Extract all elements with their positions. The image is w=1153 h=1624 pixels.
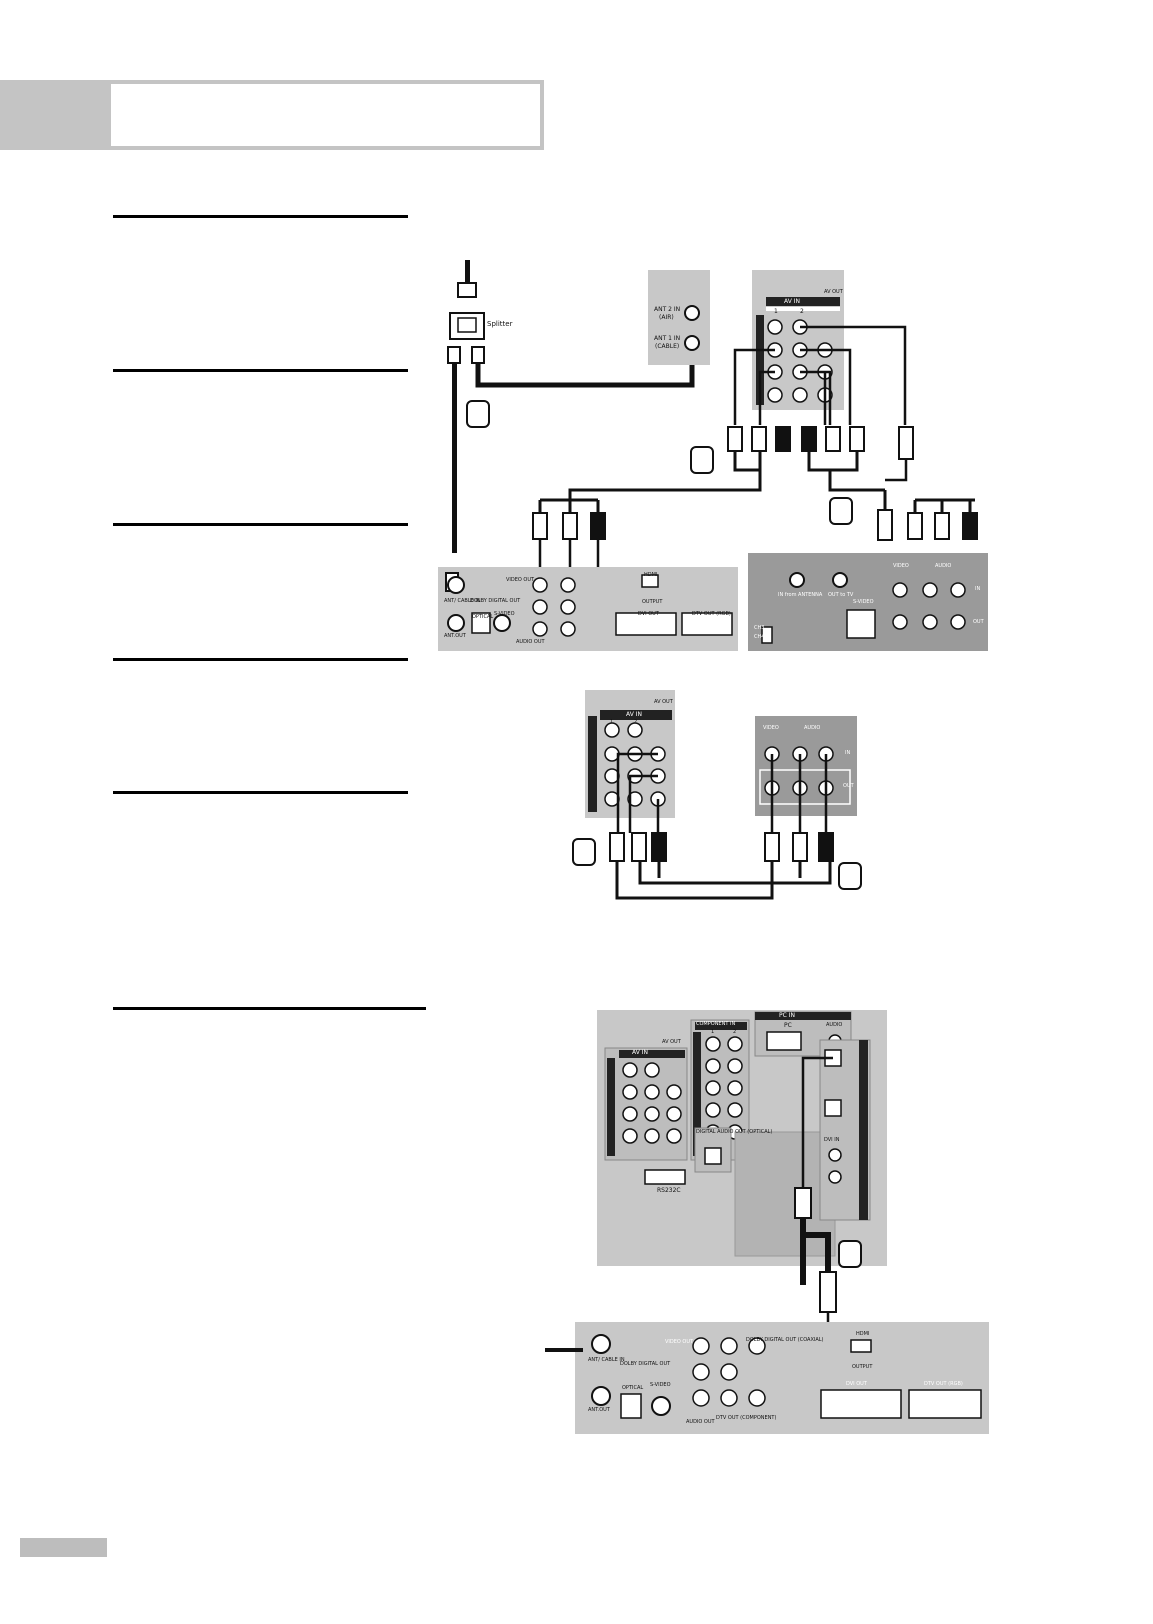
mid-col1-label: 1: [610, 719, 614, 725]
stb-output-label: OUTPUT: [642, 599, 663, 605]
bottom-stb-ant-out-label: ANT.OUT: [588, 1407, 610, 1413]
mid-right-out-label: OUT: [843, 783, 854, 789]
step-badge-1: [466, 400, 490, 428]
pc-label: PC: [784, 1022, 792, 1029]
stb-optical-label: OPTICAL: [472, 614, 494, 620]
stb-audio-out-label: AUDIO OUT: [516, 639, 545, 645]
section-rule-3: [113, 523, 408, 526]
pc-in-label: PC IN: [779, 1012, 795, 1019]
rs232c-label: RS232C: [657, 1187, 681, 1194]
bottom-stb-optical-label: OPTICAL: [622, 1385, 644, 1391]
bottom-stb-dolby-label: DOLBY DIGITAL OUT: [620, 1361, 671, 1367]
bottom-stb-video-out-label: VIDEO OUT: [665, 1339, 694, 1345]
bottom-stb-hdmi-label: HDMI: [856, 1331, 870, 1337]
stb-dolby-label: DOLBY DIGITAL OUT: [470, 598, 521, 604]
bottom-stb-ant-in-label: ANT/ CABLE IN: [588, 1357, 625, 1363]
ant2-in-label: ANT 2 IN: [654, 306, 681, 313]
vcr-audio-label: AUDIO: [935, 563, 952, 569]
digital-audio-out-label: DIGITAL AUDIO OUT (OPTICAL): [696, 1129, 773, 1135]
section-rule-6: [113, 1007, 426, 1010]
header-tab: [0, 80, 112, 150]
pc-audio-label: AUDIO: [826, 1022, 843, 1028]
av-in-col1-top: 1: [774, 308, 778, 315]
bottom-av-out-label: AV OUT: [662, 1039, 681, 1045]
stb-dtv-rgb-label: DTV OUT (RGB): [692, 611, 731, 617]
step-badge-5: [838, 862, 862, 890]
comp-col1-label: 1: [711, 1029, 715, 1035]
bottom-stb-dtv-rgb-label: DTV OUT (RGB): [924, 1381, 963, 1387]
vcr-ch3-label: CH3: [754, 625, 765, 631]
step-badge-6: [838, 1240, 862, 1268]
stb-ant-out-label: ANT.OUT: [444, 633, 466, 639]
bottom-stb-svideo-label: S-VIDEO: [650, 1382, 671, 1388]
bottom-stb-dvi-out-label: DVI OUT: [846, 1381, 867, 1387]
av-out-label-top: AV OUT: [824, 289, 843, 295]
stb-svideo-label: S-VIDEO: [494, 611, 515, 617]
section-rule-1: [113, 215, 408, 218]
section-rule-2: [113, 369, 408, 372]
vcr-out-tv-label: OUT to TV: [828, 592, 854, 598]
mid-right-video-label: VIDEO: [763, 725, 779, 731]
stb-ant-in-label: ANT/ CABLE IN: [444, 598, 481, 604]
step-badge-2: [690, 446, 714, 474]
stb-video-out-label: VIDEO OUT: [506, 577, 535, 583]
vcr-out-label: OUT: [973, 619, 984, 625]
bottom-connection-diagram: [545, 1010, 989, 1434]
page-number-tab: [20, 1538, 107, 1557]
vcr-video-label: VIDEO: [893, 563, 909, 569]
mid-right-audio-label: AUDIO: [804, 725, 821, 731]
ant1-sub-label: (CABLE): [655, 343, 680, 350]
splitter-label: Splitter: [487, 320, 513, 328]
section-rule-4: [113, 658, 408, 661]
comp-col2-label: 2: [733, 1029, 737, 1035]
section-rule-5: [113, 791, 408, 794]
av-in-label-top: AV IN: [784, 298, 800, 305]
stb-dvi-out-label: DVI OUT: [638, 611, 659, 617]
mid-av-in-label: AV IN: [626, 711, 642, 718]
mid-col2-label: 2: [634, 719, 638, 725]
av-in-col2-top: 2: [800, 308, 804, 315]
bottom-stb-dtv-component-label: DTV OUT (COMPONENT): [716, 1415, 777, 1421]
ant1-in-label: ANT 1 IN: [654, 335, 681, 342]
middle-connection-diagram: [585, 690, 857, 900]
vcr-in-antenna-label: IN from ANTENNA: [778, 592, 823, 598]
stb-hdmi-label: HDMI: [644, 572, 658, 578]
mid-av-out-label: AV OUT: [654, 699, 673, 705]
top-connection-diagram: [438, 260, 988, 651]
component-in-label: COMPONENT IN: [696, 1021, 736, 1027]
bottom-stb-dolby-coax-label: DOLBY DIGITAL OUT (COAXIAL): [746, 1337, 824, 1343]
step-badge-3: [829, 497, 853, 525]
mid-right-in-label: IN: [845, 750, 851, 756]
step-badge-4: [572, 838, 596, 866]
ant2-sub-label: (AIR): [659, 314, 674, 321]
vcr-svideo-label: S-VIDEO: [853, 599, 874, 605]
dvi-in-label: DVI IN: [824, 1137, 840, 1143]
bottom-av-in-label: AV IN: [632, 1049, 648, 1056]
bottom-stb-audio-out-label: AUDIO OUT: [686, 1419, 715, 1425]
bottom-stb-output-label: OUTPUT: [852, 1364, 873, 1370]
vcr-in-label: IN: [975, 586, 981, 592]
vcr-ch4-label: CH4: [754, 634, 765, 640]
header-title-box: [107, 80, 544, 150]
